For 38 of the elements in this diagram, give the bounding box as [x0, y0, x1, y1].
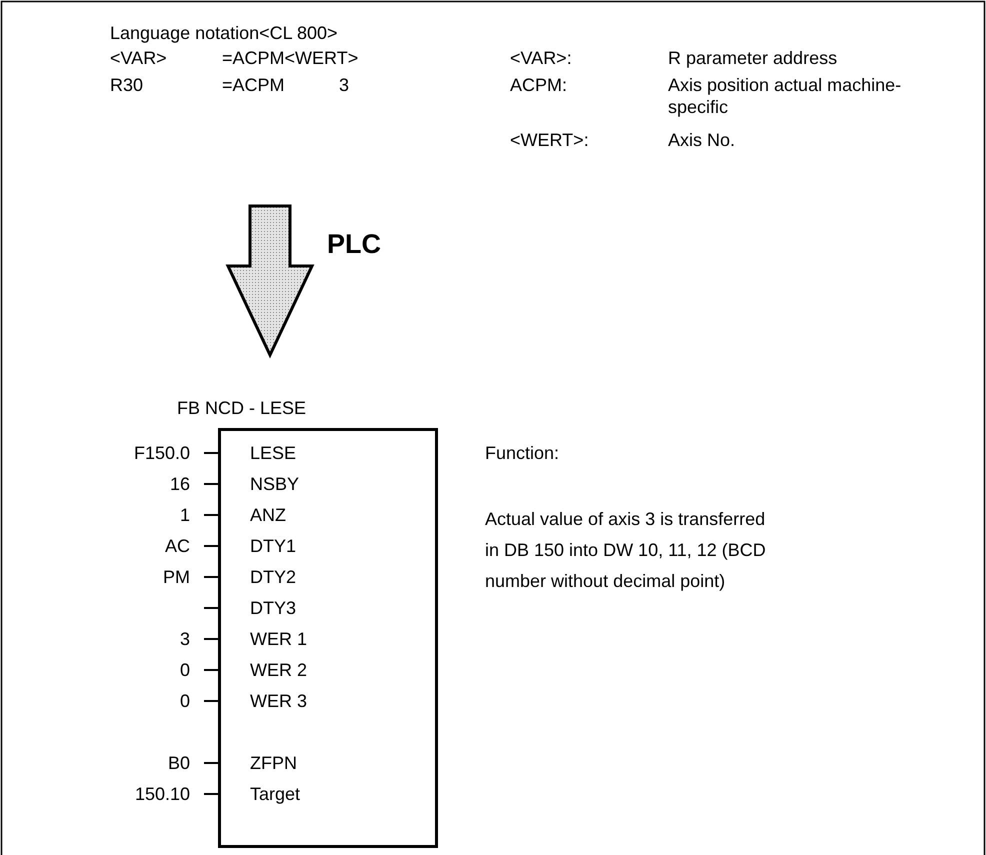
- pin-name: WER 2: [250, 659, 308, 681]
- function-description: Actual value of axis 3 is transferred in DB 150 into DW 10, 11, 12 (BCD number without decimal point): [485, 508, 767, 593]
- notation-text: R30: [110, 74, 144, 96]
- notation-text: =ACPM<WERT>: [222, 47, 358, 69]
- pin-name: ZFPN: [250, 752, 297, 774]
- pin-value: PM: [163, 566, 190, 588]
- notation-text: R parameter address: [668, 47, 838, 69]
- pin-value: 0: [180, 659, 190, 681]
- pin-value: AC: [164, 535, 190, 557]
- notation-text: ACPM:: [510, 74, 568, 96]
- pin-name: NSBY: [250, 473, 300, 495]
- notation-text: Function:: [485, 442, 560, 464]
- notation-text: <VAR>: [110, 47, 167, 69]
- notation-text: =ACPM: [222, 74, 285, 96]
- pin-name: WER 1: [250, 628, 308, 650]
- pin-value: B0: [168, 752, 190, 774]
- notation-text: <WERT>:: [510, 129, 589, 151]
- pin-name: WER 3: [250, 690, 308, 712]
- pin-name: DTY3: [250, 597, 296, 619]
- function-block: [218, 428, 438, 848]
- notation-text: <VAR>:: [510, 47, 572, 69]
- pin-value: F150.0: [134, 442, 190, 464]
- pin-value: 1: [180, 504, 190, 526]
- pin-value: 3: [180, 628, 190, 650]
- pin-name: LESE: [250, 442, 296, 464]
- pin-value: 0: [180, 690, 190, 712]
- pin-name: Target: [250, 783, 300, 805]
- notation-text: Axis No.: [668, 129, 736, 151]
- notation-text: Language notation<CL 800>: [110, 22, 338, 44]
- pin-value: 150.10: [134, 783, 190, 805]
- notation-text: Axis position actual machine-specific: [668, 74, 902, 118]
- pin-name: DTY1: [250, 535, 296, 557]
- pin-name: ANZ: [250, 504, 286, 526]
- arrow-label: PLC: [327, 228, 381, 260]
- block-heading: FB NCD - LESE: [177, 397, 306, 419]
- pin-name: DTY2: [250, 566, 296, 588]
- pin-value: 16: [170, 473, 190, 495]
- notation-text: 3: [339, 74, 350, 96]
